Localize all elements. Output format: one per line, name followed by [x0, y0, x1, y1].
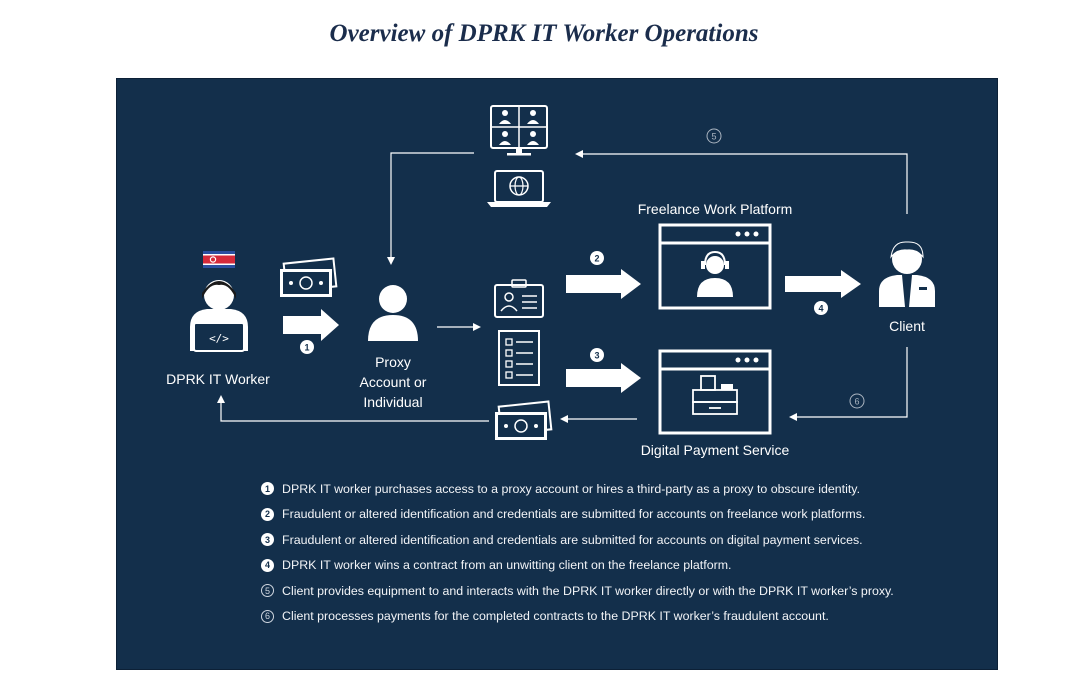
- legend-item-2: 2 Fraudulent or altered identification an…: [261, 502, 981, 528]
- legend-list: 1 DPRK IT worker purchases access to a pr…: [261, 476, 981, 629]
- proxy-label: Proxy Account or Individual: [333, 352, 453, 412]
- step-marker-6: 6: [849, 393, 865, 409]
- laptop-globe-icon: [487, 170, 551, 207]
- hacker-laptop-icon: </>: [190, 280, 248, 352]
- freelance-platform-label: Freelance Work Platform: [637, 201, 793, 217]
- proxy-label-line3: Individual: [363, 394, 423, 410]
- legend-number: 5: [261, 584, 274, 598]
- flow-arrow-1: [283, 309, 339, 341]
- legend-text: Fraudulent or altered identification and…: [282, 532, 863, 547]
- flow-arrow-2: [566, 269, 641, 299]
- money-icon: [280, 257, 338, 297]
- proxy-label-line2: Account or: [359, 374, 427, 390]
- legend-item-4: 4 DPRK IT worker wins a contract from an …: [261, 553, 981, 579]
- flow-arrow-3: [566, 363, 641, 393]
- digital-payment-window: [658, 349, 772, 435]
- client-label: Client: [889, 318, 925, 334]
- svg-text:4: 4: [818, 304, 823, 314]
- legend-text: DPRK IT worker purchases access to a pro…: [282, 481, 861, 496]
- legend-number: 4: [261, 558, 274, 572]
- diagram-panel: </> 1: [116, 78, 998, 670]
- client-to-payment-line: [789, 347, 908, 421]
- legend-text: DPRK IT worker wins a contract from an u…: [282, 558, 732, 573]
- flow-arrow-4: [785, 270, 861, 298]
- step-marker-3: 3: [590, 348, 604, 362]
- legend-number: 6: [261, 609, 274, 623]
- legend-number: 1: [261, 482, 274, 496]
- video-call-monitor-icon: [490, 105, 548, 156]
- legend-item-1: 1 DPRK IT worker purchases access to a pr…: [261, 476, 981, 502]
- flow-diagram: </> 1: [190, 105, 935, 440]
- svg-text:1: 1: [304, 343, 309, 353]
- payment-money-icon: [495, 400, 553, 440]
- legend-number: 2: [261, 507, 274, 521]
- digital-payment-label: Digital Payment Service: [640, 442, 790, 458]
- legend-item-5: 5 Client provides equipment to and intera…: [261, 578, 981, 604]
- dprk-worker-label: DPRK IT Worker: [166, 371, 270, 387]
- equipment-to-proxy-line: [387, 152, 474, 265]
- freelance-platform-window: [658, 223, 772, 310]
- step-marker-5: 5: [706, 128, 722, 144]
- proxy-person-icon: [368, 285, 418, 341]
- svg-text:2: 2: [594, 254, 599, 264]
- svg-text:6: 6: [854, 397, 859, 407]
- step-marker-1: [300, 340, 314, 354]
- step-marker-4: 4: [814, 301, 828, 315]
- proxy-label-line1: Proxy: [375, 354, 411, 370]
- svg-text:3: 3: [594, 351, 599, 361]
- north-korea-flag-icon: [203, 251, 235, 268]
- legend-item-3: 3 Fraudulent or altered identification an…: [261, 527, 981, 553]
- svg-text:5: 5: [711, 132, 716, 142]
- legend-item-6: 6 Client processes payments for the compl…: [261, 604, 981, 630]
- svg-text:</>: </>: [209, 332, 229, 345]
- legend-text: Fraudulent or altered identification and…: [282, 507, 866, 522]
- legend-text: Client provides equipment to and interac…: [282, 583, 894, 598]
- page-title: Overview of DPRK IT Worker Operations: [329, 20, 759, 47]
- client-businessman-icon: [879, 241, 935, 307]
- legend-text: Client processes payments for the comple…: [282, 609, 829, 624]
- client-to-equipment-line: [575, 150, 908, 214]
- step-marker-2: 2: [590, 251, 604, 265]
- money-to-worker-line: [217, 395, 489, 422]
- id-card-icon: [494, 279, 544, 318]
- checklist-icon: [498, 330, 540, 386]
- headset-person-icon: [697, 250, 733, 297]
- cash-register-icon: [692, 375, 738, 415]
- legend-number: 3: [261, 533, 274, 547]
